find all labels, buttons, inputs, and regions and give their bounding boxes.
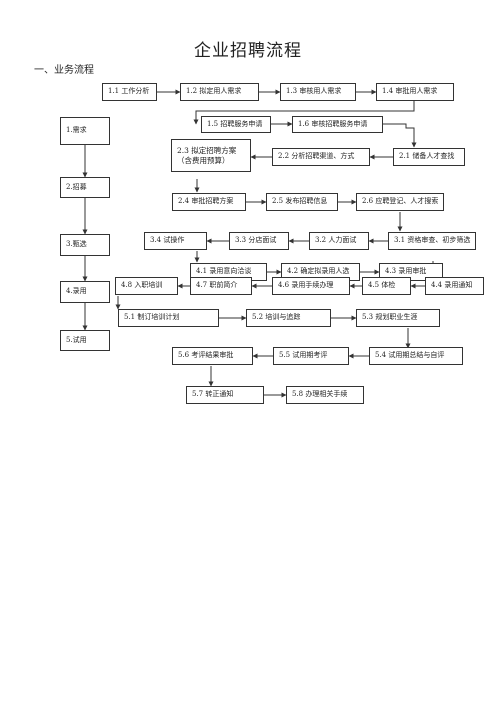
step-5-7: 5.7 转正通知 (186, 386, 264, 404)
step-4-6: 4.6 录用手续办理 (272, 277, 350, 295)
step-5-6: 5.6 考评结果审批 (172, 347, 253, 365)
step-5-3: 5.3 规划职业生涯 (356, 309, 440, 327)
page-title: 企业招聘流程 (194, 41, 302, 61)
step-5-1: 5.1 制订培训计划 (118, 309, 219, 327)
section-heading: 一、业务流程 (34, 65, 94, 76)
stage-2-recruit: 2.招募 (60, 177, 110, 198)
stage-5-probation: 5.试用 (60, 330, 110, 351)
arrow-1-6-to-2-1 (383, 123, 417, 148)
step-4-3: 4.3 录用审批 (379, 263, 443, 281)
step-4-4: 4.4 录用通知 (425, 277, 484, 295)
step-4-8: 4.8 入职培训 (115, 277, 178, 295)
step-4-7: 4.7 职前简介 (190, 277, 252, 295)
step-5-4: 5.4 试用期总结与自评 (369, 347, 463, 365)
step-3-1: 3.1 资格审查、初步筛选 (388, 232, 476, 250)
step-5-8: 5.8 办理相关手续 (286, 386, 364, 404)
step-1-6: 1.6 审核招聘服务申请 (292, 116, 383, 133)
step-1-1: 1.1 工作分析 (102, 83, 157, 101)
step-2-4: 2.4 审批招聘方案 (172, 193, 246, 211)
step-3-4: 3.4 试操作 (144, 232, 207, 250)
step-1-4: 1.4 审批用人需求 (376, 83, 454, 101)
stage-3-selection: 3.甄选 (60, 234, 110, 256)
step-1-3: 1.3 审核用人需求 (280, 83, 356, 101)
arrow-1-4-to-1-5 (193, 101, 415, 125)
step-2-6: 2.6 应聘登记、人才搜索 (356, 193, 444, 211)
stage-4-hire: 4.录用 (60, 281, 110, 303)
step-2-3: 2.3 拟定招聘方案 （含费用预算） (171, 139, 251, 172)
step-3-2: 3.2 人力面试 (309, 232, 369, 250)
step-1-5: 1.5 招聘服务申请 (201, 116, 271, 133)
step-1-2: 1.2 拟定用人需求 (180, 83, 259, 101)
step-5-5: 5.5 试用期考评 (273, 347, 349, 365)
step-5-2: 5.2 培训与追踪 (246, 309, 331, 327)
step-2-1: 2.1 储备人才查找 (393, 148, 465, 166)
step-4-5: 4.5 体检 (362, 277, 411, 295)
step-3-3: 3.3 分店面试 (229, 232, 289, 250)
step-2-5: 2.5 发布招聘信息 (266, 193, 338, 211)
step-2-2: 2.2 分析招聘渠道、方式 (272, 148, 370, 166)
stage-1-demand: 1.需求 (60, 117, 110, 145)
